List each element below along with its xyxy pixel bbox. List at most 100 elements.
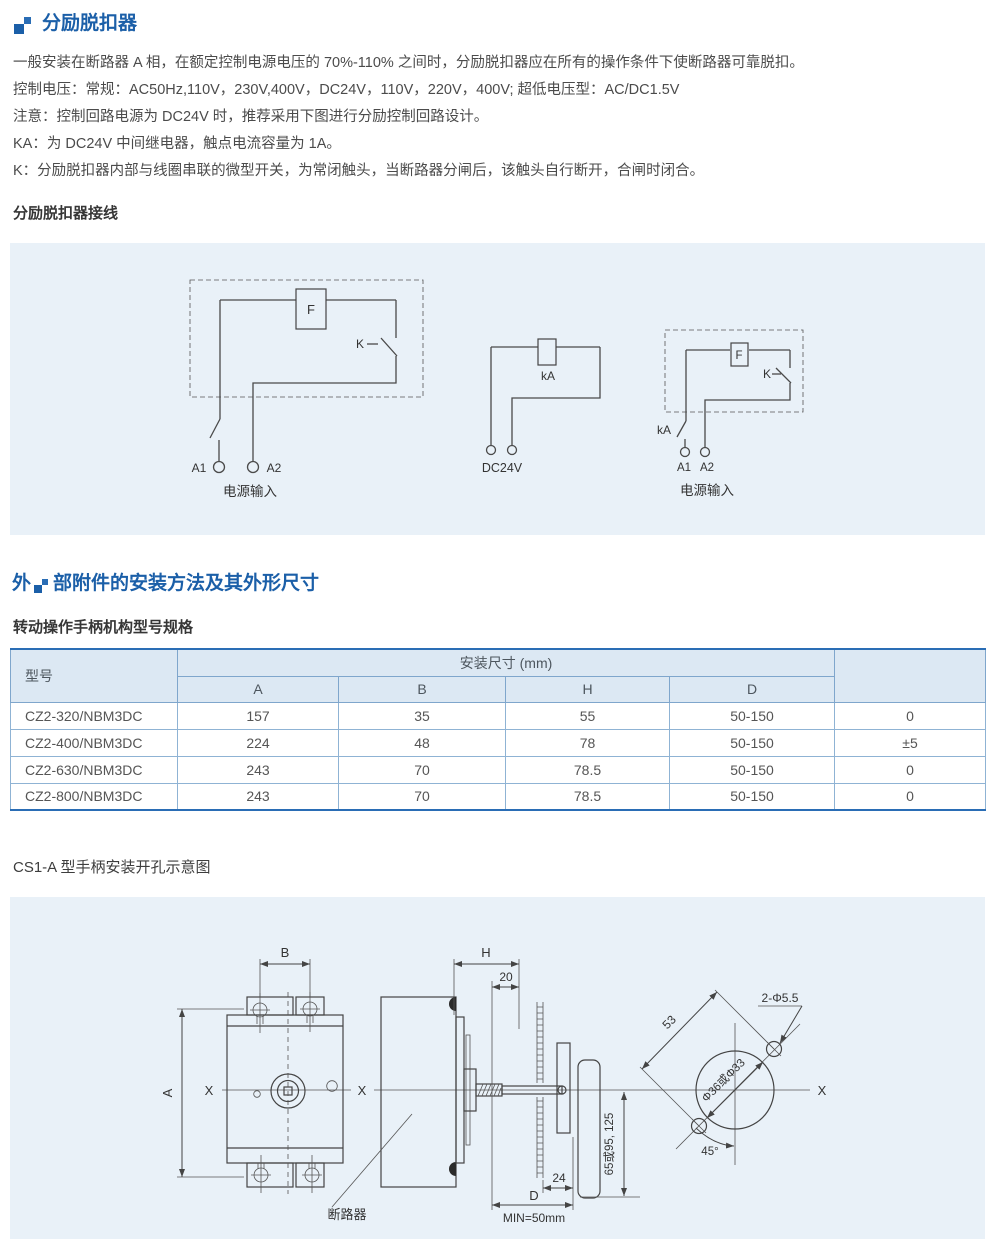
cell-tol: 0 — [834, 701, 987, 730]
cell-b: 48 — [338, 728, 506, 757]
section1-paragraphs: 一般安装在断路器 A 相，在额定控制电源电压的 70%-110% 之间时，分励脱… — [13, 50, 983, 185]
switch-label: K — [763, 367, 771, 381]
breaker-front-view: B A — [160, 945, 344, 1194]
cell-d: 50-150 — [668, 782, 836, 811]
section-marker-icon — [34, 579, 49, 593]
cell-tol: 0 — [834, 782, 987, 811]
section2-title-suffix: 部附件的安装方法及其外形尺寸 — [53, 573, 320, 594]
min-50mm-label: MIN=50mm — [503, 1211, 565, 1225]
section2-title: 外 部附件的安装方法及其外形尺寸 — [12, 574, 319, 594]
mounting-keyholes — [250, 992, 322, 1193]
section2-title-prefix: 外 — [12, 573, 32, 594]
svg-text:H: H — [481, 945, 490, 960]
terminal-a2 — [699, 446, 711, 458]
svg-text:2-Φ5.5: 2-Φ5.5 — [762, 991, 799, 1005]
switch-label: K — [356, 337, 364, 351]
axis-label-x-left: X — [205, 1083, 214, 1098]
cell-h: 78.5 — [505, 782, 670, 811]
col-header-model: 型号 — [10, 648, 178, 703]
svg-text:D: D — [529, 1188, 538, 1203]
switch-blade-k — [380, 337, 398, 357]
power-input-caption: 电源输入 — [680, 483, 734, 498]
paragraph-line: 注意：控制回路电源为 DC24V 时，推荐采用下图进行分励控制回路设计。 — [13, 109, 489, 125]
wiring-heading: 分励脱扣器接线 — [13, 205, 119, 222]
wiring-diagram-3: F K kA A1 A2 电源输入 — [657, 329, 804, 498]
dimension-angle-45: 45° — [695, 1127, 735, 1158]
cell-d: 50-150 — [668, 728, 836, 757]
dashed-enclosure — [189, 279, 424, 398]
paragraph-line: 控制电压：常规：AC50Hz,110V，230V,400V，DC24V，110V… — [13, 82, 680, 98]
cell-model: CZ2-400/NBM3DC — [10, 728, 178, 757]
wiring-panel: F K A1 A2 电源输入 kA DC24V — [10, 243, 985, 535]
shunt-coil-box — [730, 342, 749, 367]
axis-label-x-mid: X — [358, 1083, 367, 1098]
svg-text:24: 24 — [552, 1171, 566, 1185]
section1-title-text: 分励脱扣器 — [42, 13, 138, 34]
cell-d: 50-150 — [668, 701, 836, 730]
terminal-a1 — [212, 460, 226, 474]
rotary-handle-spec-table: 型号 安装尺寸 (mm) A B H D CZ2-320/NBM3DC 157 … — [10, 648, 987, 811]
dc24v-caption: DC24V — [482, 461, 523, 475]
cell-d: 50-150 — [668, 755, 836, 784]
terminal-a1-label: A1 — [192, 461, 207, 475]
relay-label: kA — [541, 369, 555, 383]
shunt-coil-box — [295, 288, 327, 330]
dimension-24: 24 — [542, 1137, 574, 1193]
section1-title: 分励脱扣器 — [14, 14, 137, 34]
table-row: CZ2-320/NBM3DC 157 35 55 50-150 0 — [10, 701, 987, 730]
terminal-a2-label: A2 — [700, 462, 714, 474]
terminal-a2 — [246, 460, 260, 474]
col-header-h: H — [505, 675, 670, 703]
paragraph-line: K：分励脱扣器内部与线圈串联的微型开关，为常闭触头，当断路器分闸后，该触头自行断… — [13, 163, 705, 179]
col-header-install-size: 安装尺寸 (mm) — [176, 648, 836, 677]
cell-a: 224 — [177, 728, 339, 757]
terminal-notch-top — [449, 997, 456, 1011]
cell-model: CZ2-800/NBM3DC — [10, 782, 178, 811]
cell-b: 35 — [338, 701, 506, 730]
relay-contact-label: kA — [657, 423, 671, 437]
col-header-tolerance-empty — [834, 648, 987, 703]
dimension-diameter: Φ36或Φ33 — [699, 1056, 764, 1119]
power-input-caption: 电源输入 — [223, 484, 277, 499]
terminal-a1-label: A1 — [677, 462, 691, 474]
svg-text:B: B — [281, 945, 290, 960]
dimension-h: H — [453, 945, 520, 1029]
mounting-hole — [765, 1040, 783, 1058]
dashed-enclosure — [664, 329, 804, 413]
cell-a: 243 — [177, 755, 339, 784]
door-panel-strip — [536, 1002, 544, 1178]
svg-text:A: A — [160, 1088, 175, 1097]
cell-b: 70 — [338, 782, 506, 811]
cell-model: CZ2-630/NBM3DC — [10, 755, 178, 784]
cell-b: 70 — [338, 755, 506, 784]
switch-blade-k — [775, 367, 792, 384]
cell-h: 55 — [505, 701, 670, 730]
terminal — [506, 444, 518, 456]
breaker-label: 断路器 — [327, 1207, 366, 1222]
svg-text:45°: 45° — [701, 1146, 718, 1158]
table-row: CZ2-800/NBM3DC 243 70 78.5 50-150 0 — [10, 782, 987, 811]
dimension-d: D MIN=50mm — [492, 1188, 574, 1225]
cs1-heading: CS1-A 型手柄安装开孔示意图 — [13, 859, 211, 876]
svg-text:65或95, 125: 65或95, 125 — [603, 1113, 616, 1176]
table-row: CZ2-400/NBM3DC 224 48 78 50-150 ±5 — [10, 728, 987, 757]
dimension-b: B — [259, 945, 311, 997]
cell-model: CZ2-320/NBM3DC — [10, 701, 178, 730]
terminal-a2-label: A2 — [267, 461, 282, 475]
cell-tol: ±5 — [834, 728, 987, 757]
handle-grip — [577, 1059, 601, 1199]
coil-label: F — [307, 302, 315, 317]
dimension-53: 53 — [639, 989, 775, 1127]
dimension-vertical: 65或95, 125 — [580, 1092, 640, 1198]
axis-label-x-right: X — [818, 1083, 827, 1098]
cs1-drawing-panel: X X X — [10, 897, 985, 1239]
switch-blade — [209, 418, 221, 439]
svg-text:53: 53 — [659, 1012, 679, 1032]
breaker-leader-line — [331, 1113, 413, 1208]
section-marker-icon — [14, 17, 31, 34]
terminal-notch-bottom — [449, 1162, 456, 1176]
breaker-side-view: H 20 24 D MIN — [327, 945, 640, 1225]
wiring-diagram-2: kA DC24V — [482, 338, 601, 475]
paragraph-line: 一般安装在断路器 A 相，在额定控制电源电压的 70%-110% 之间时，分励脱… — [13, 55, 804, 71]
